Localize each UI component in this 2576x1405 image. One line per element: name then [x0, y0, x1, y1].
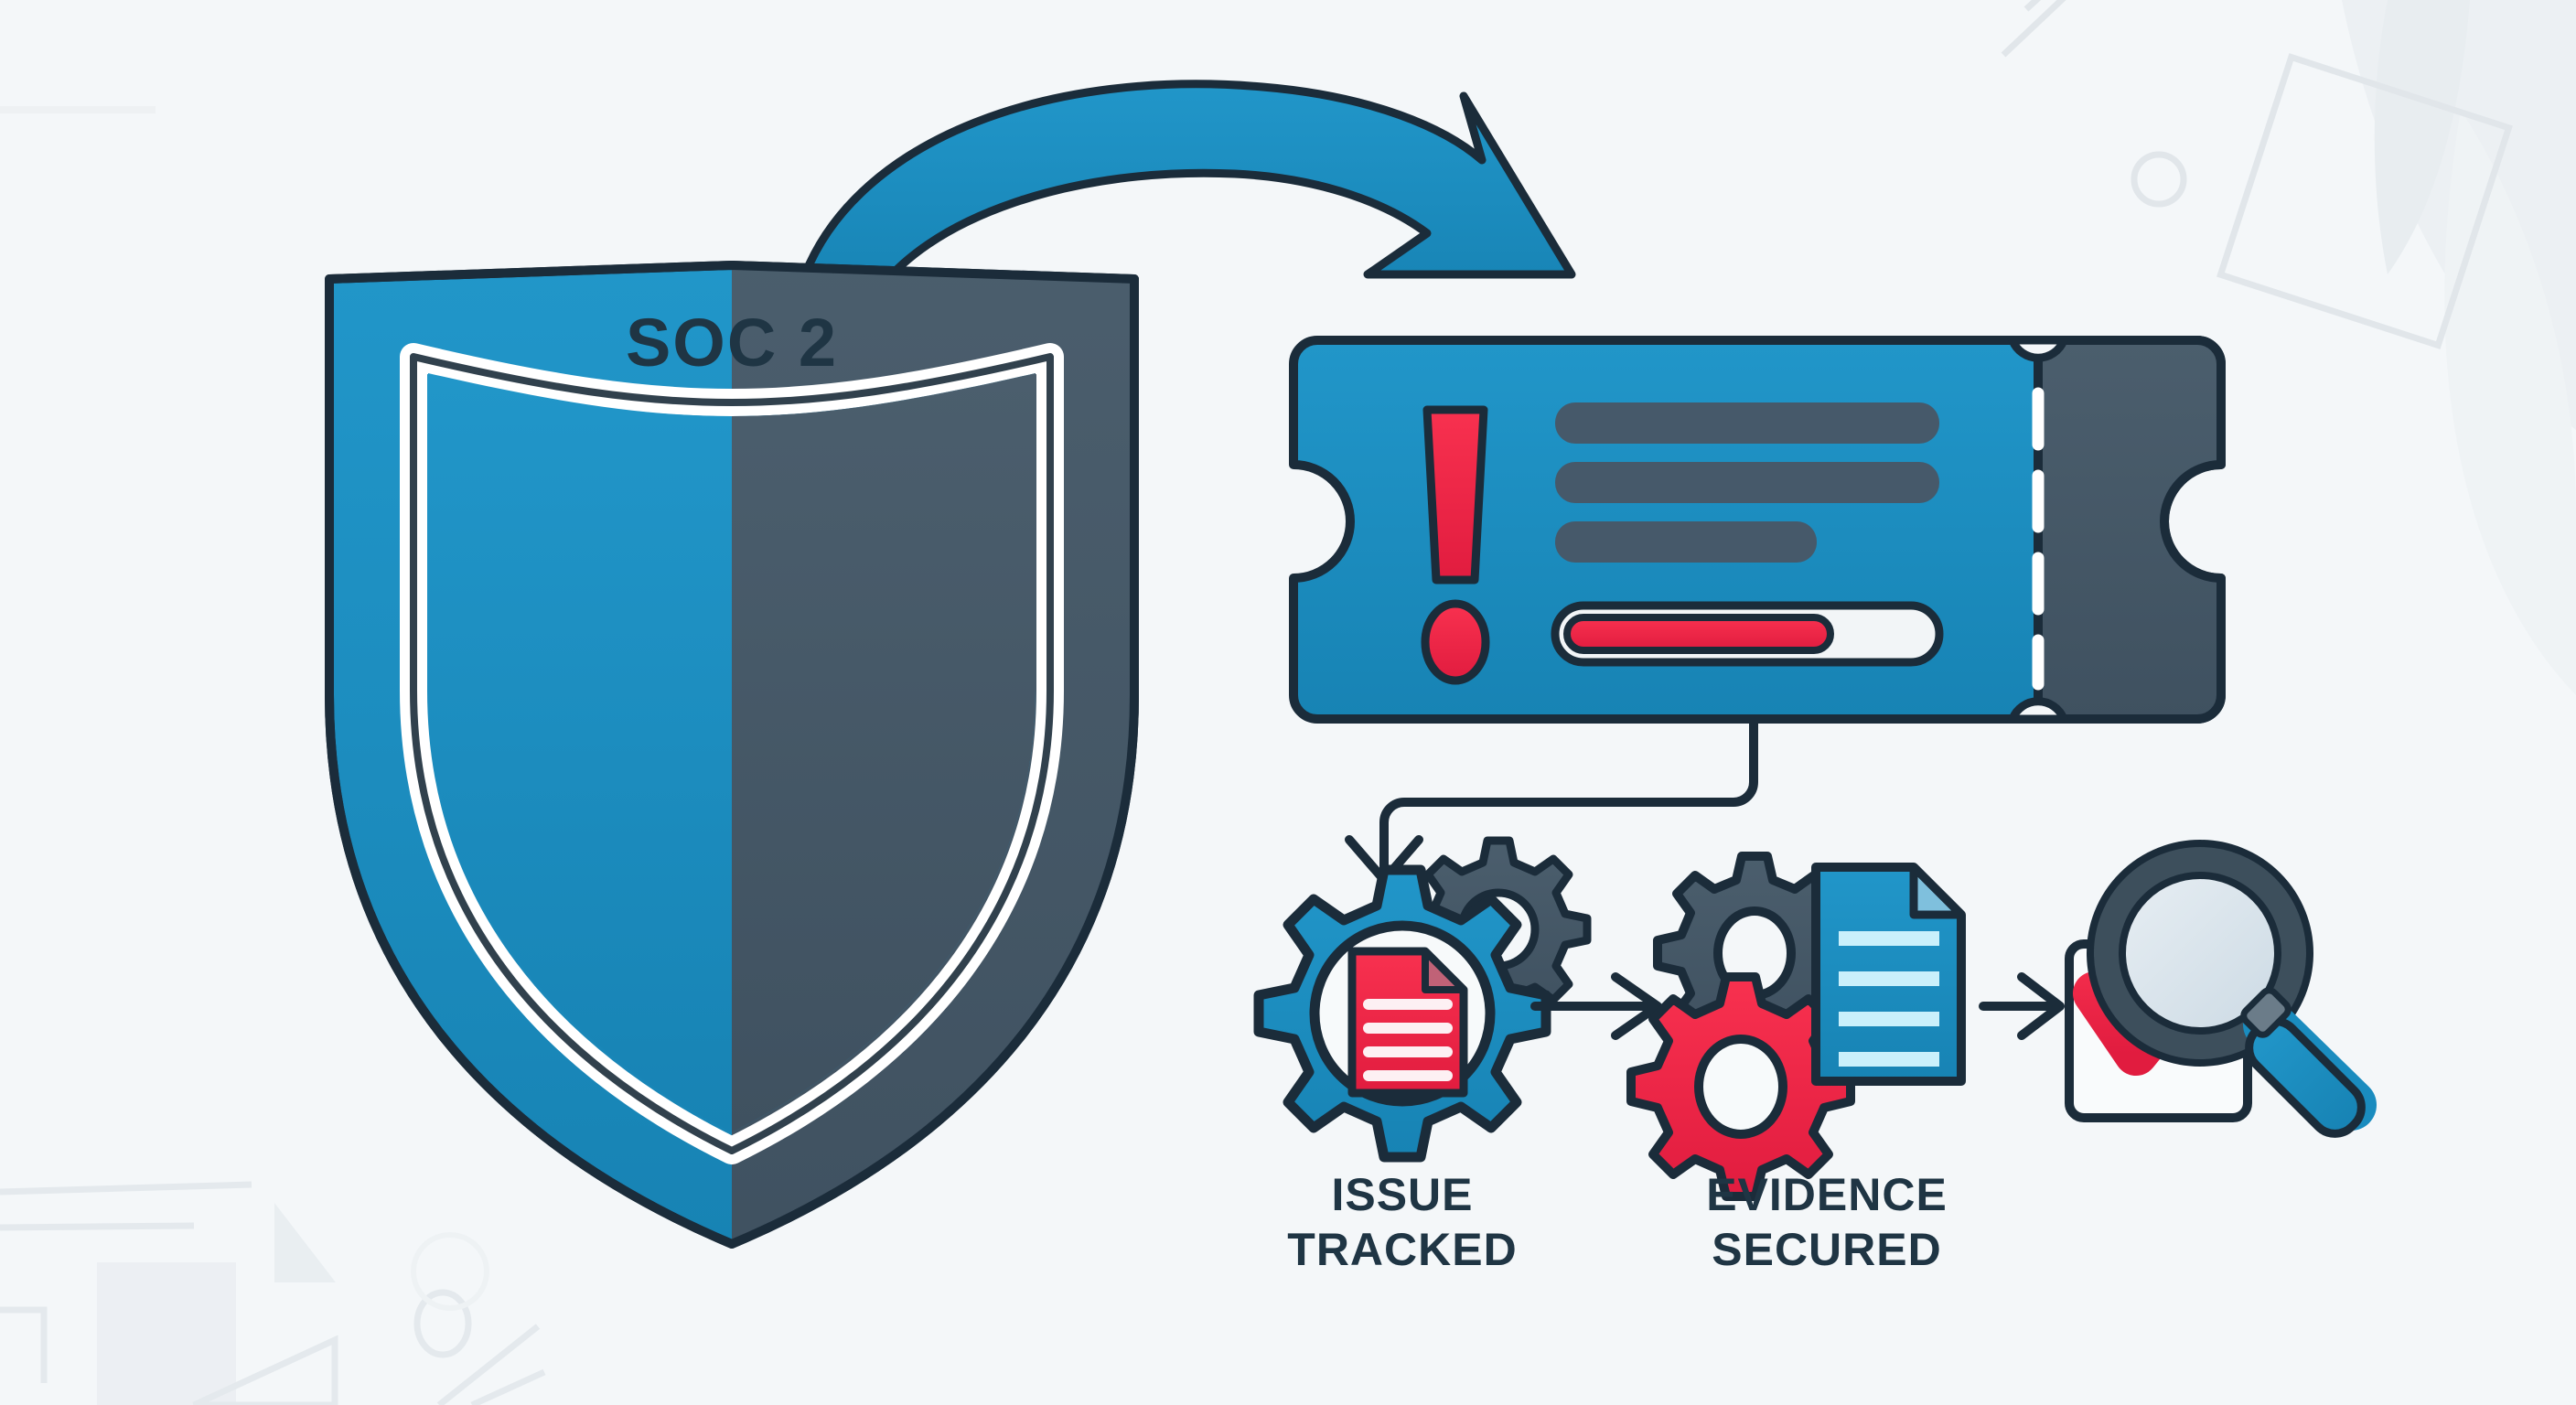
curved-flow-arrow — [800, 80, 1576, 306]
step-arrow-1 — [1530, 972, 1662, 1040]
soc2-shield: SOC 2 — [325, 261, 1139, 1249]
step-issue-tracked: ISSUE TRACKED — [1253, 836, 1592, 1275]
step-1-label-line2: TRACKED — [1287, 1224, 1517, 1275]
ticket-line-1 — [1555, 402, 1939, 444]
step-2-label-line2: SECURED — [1712, 1224, 1941, 1275]
document-sheet — [1811, 863, 1966, 1086]
ticket-progress-bar — [1551, 601, 1944, 667]
step-audit-verified — [2065, 840, 2377, 1138]
exclamation-mark-icon — [1421, 405, 1490, 685]
ticket-line-2 — [1555, 462, 1939, 503]
step-evidence-secured: EVIDENCE SECURED — [1626, 852, 1966, 1275]
document-sheet — [1347, 947, 1468, 1098]
ticket-line-3 — [1555, 521, 1817, 563]
issue-ticket-card — [1289, 336, 2226, 724]
ticket-text-lines — [1555, 402, 1939, 563]
step-2-label-line1: EVIDENCE — [1706, 1169, 1948, 1220]
magnifier-ring — [2091, 844, 2309, 1062]
shield-badge-text: SOC 2 — [626, 305, 838, 381]
step-1-label-line1: ISSUE — [1331, 1169, 1473, 1220]
magnifier-lens — [2120, 873, 2281, 1034]
magnifier-icon — [2087, 840, 2377, 1138]
step-arrow-2 — [1979, 972, 2065, 1040]
